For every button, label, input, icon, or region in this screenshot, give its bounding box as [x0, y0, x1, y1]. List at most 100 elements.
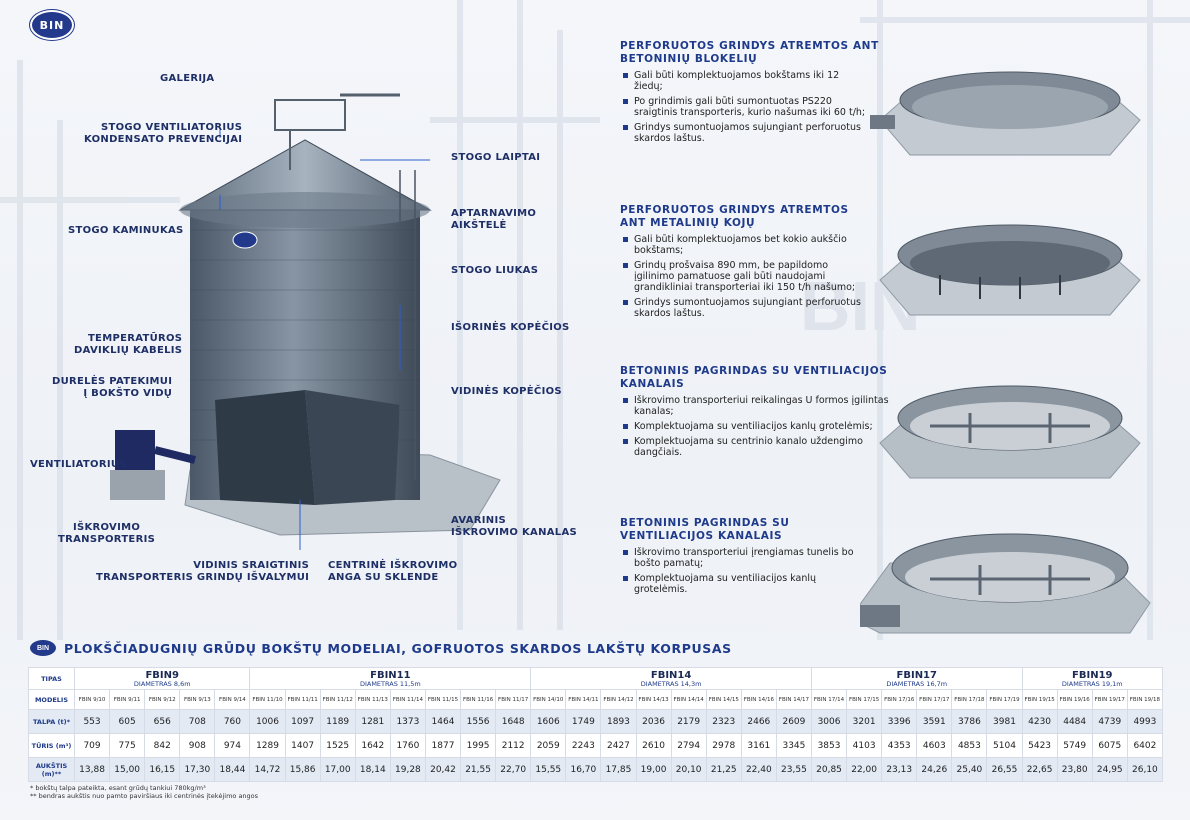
section-title: PERFORUOTOS GRINDYS ATREMTOS ANT BETONIN…: [620, 40, 879, 65]
callout-aptarnavimo: APTARNAVIMO AIKŠTELĖ: [451, 208, 537, 231]
floor-kanalai-2: [860, 533, 1151, 634]
group-name: FBIN11: [370, 669, 411, 681]
value-cell: 553: [73, 709, 111, 734]
model-cell: FBIN 17/18: [951, 689, 988, 710]
value-cell: 22,70: [495, 757, 532, 782]
value-cell: 605: [109, 709, 146, 734]
value-cell: 14,72: [249, 757, 286, 782]
value-cell: 4853: [951, 733, 988, 758]
group-diameter: DIAMETRAS 16,7m: [886, 679, 948, 688]
list-item: Komplektuojama su ventiliacijos kanlų gr…: [623, 573, 870, 595]
value-cell: 17,30: [179, 757, 216, 782]
callout-galerija: GALERIJA: [160, 73, 215, 84]
value-cell: 22,00: [846, 757, 883, 782]
value-cell: 20,85: [810, 757, 848, 782]
value-cell: 1006: [249, 709, 286, 734]
value-cell: 5104: [986, 733, 1023, 758]
value-cell: 3345: [775, 733, 812, 758]
value-cell: 25,40: [951, 757, 988, 782]
value-cell: 2794: [670, 733, 707, 758]
model-cell: FBIN 14/12: [600, 689, 637, 710]
value-cell: 2610: [635, 733, 672, 758]
group-diameter: DIAMETRAS 11,5m: [359, 679, 421, 688]
group-diameter: DIAMETRAS 8,6m: [133, 679, 191, 688]
value-cell: 2179: [670, 709, 707, 734]
value-cell: 1464: [424, 709, 462, 734]
model-cell: FBIN 14/13: [635, 689, 672, 710]
value-cell: 21,55: [460, 757, 497, 782]
row-label-talpa: TALPA (t)*: [28, 709, 75, 734]
model-cell: FBIN 11/10: [249, 689, 286, 710]
value-cell: 23,13: [881, 757, 918, 782]
value-cell: 1281: [354, 709, 391, 734]
callout-stogo-liukas: STOGO LIUKAS: [451, 265, 539, 276]
value-cell: 1097: [284, 709, 321, 734]
bin-logo: BIN: [30, 10, 74, 40]
group-name: FBIN19: [1072, 669, 1113, 681]
value-cell: 4993: [1126, 709, 1164, 734]
value-cell: 775: [109, 733, 146, 758]
value-cell: 4484: [1056, 709, 1093, 734]
value-cell: 1760: [389, 733, 426, 758]
model-cell: FBIN 9/14: [214, 689, 251, 710]
section-title: PERFORUOTOS GRINDYS ATREMTOS ANT METALIN…: [620, 204, 849, 229]
value-cell: 1995: [460, 733, 497, 758]
value-cell: 3853: [810, 733, 848, 758]
value-cell: 1642: [354, 733, 391, 758]
section-betoninis-kanalai-2: BETONINIS PAGRINDAS SU VENTILIACIJOS KAN…: [620, 517, 870, 599]
value-cell: 1749: [565, 709, 602, 734]
value-cell: 20,10: [670, 757, 707, 782]
value-cell: 26,10: [1126, 757, 1164, 782]
callout-dureles: DURELĖS PATEKIMUI Į BOKŠTO VIDŲ: [52, 376, 173, 399]
callout-centrine: CENTRINĖ IŠKROVIMO ANGA SU SKLENDE: [328, 560, 458, 583]
model-cell: FBIN 9/10: [73, 689, 111, 710]
value-cell: 18,44: [214, 757, 251, 782]
value-cell: 17,00: [319, 757, 356, 782]
group-diameter: DIAMETRAS 19,1m: [1061, 679, 1123, 688]
list-item: Gali būti komplektuojamos bet kokio aukš…: [623, 234, 870, 256]
value-cell: 3981: [986, 709, 1023, 734]
model-cell: FBIN 17/19: [986, 689, 1023, 710]
row-label-aukstis: AUKŠTIS (m)**: [28, 757, 75, 782]
model-cell: FBIN 19/17: [1091, 689, 1128, 710]
floor-illustrations: [860, 71, 1151, 634]
floor-kojos: [879, 224, 1141, 316]
value-cell: 2059: [530, 733, 567, 758]
model-cell: FBIN 19/18: [1126, 689, 1164, 710]
model-cell: FBIN 9/13: [179, 689, 216, 710]
model-cell: FBIN 14/11: [565, 689, 602, 710]
value-cell: 1525: [319, 733, 356, 758]
row-label-tipas: TIPAS: [28, 667, 75, 690]
value-cell: 1606: [530, 709, 567, 734]
model-cell: FBIN 17/15: [846, 689, 883, 710]
model-cell: FBIN 11/14: [389, 689, 426, 710]
footnote: ** bendras aukštis nuo pamto paviršiaus …: [30, 792, 259, 800]
value-cell: 4103: [846, 733, 883, 758]
value-cell: 1648: [495, 709, 532, 734]
list-item: Komplektuojama su ventiliacijos kanlų gr…: [623, 421, 890, 432]
value-cell: 4739: [1091, 709, 1128, 734]
group-name: FBIN17: [896, 669, 937, 681]
table-title-row: BIN PLOKŠČIADUGNIŲ GRŪDŲ BOKŠTŲ MODELIAI…: [30, 640, 732, 656]
model-cell: FBIN 11/15: [424, 689, 462, 710]
list-item: Komplektuojama su centrinio kanalo užden…: [623, 436, 890, 458]
value-cell: 2978: [705, 733, 742, 758]
section-title: BETONINIS PAGRINDAS SU VENTILIACIJOS KAN…: [620, 517, 790, 542]
model-cell: FBIN 19/15: [1021, 689, 1058, 710]
group-name: FBIN14: [650, 669, 692, 681]
model-cell: FBIN 14/10: [530, 689, 567, 710]
value-cell: 13,88: [73, 757, 111, 782]
model-cell: FBIN 17/14: [810, 689, 848, 710]
value-cell: 1189: [319, 709, 356, 734]
floor-kanalai-1: [879, 385, 1141, 479]
group-diameter: DIAMETRAS 14,3m: [640, 679, 702, 688]
value-cell: 23,80: [1056, 757, 1093, 782]
value-cell: 4230: [1021, 709, 1058, 734]
